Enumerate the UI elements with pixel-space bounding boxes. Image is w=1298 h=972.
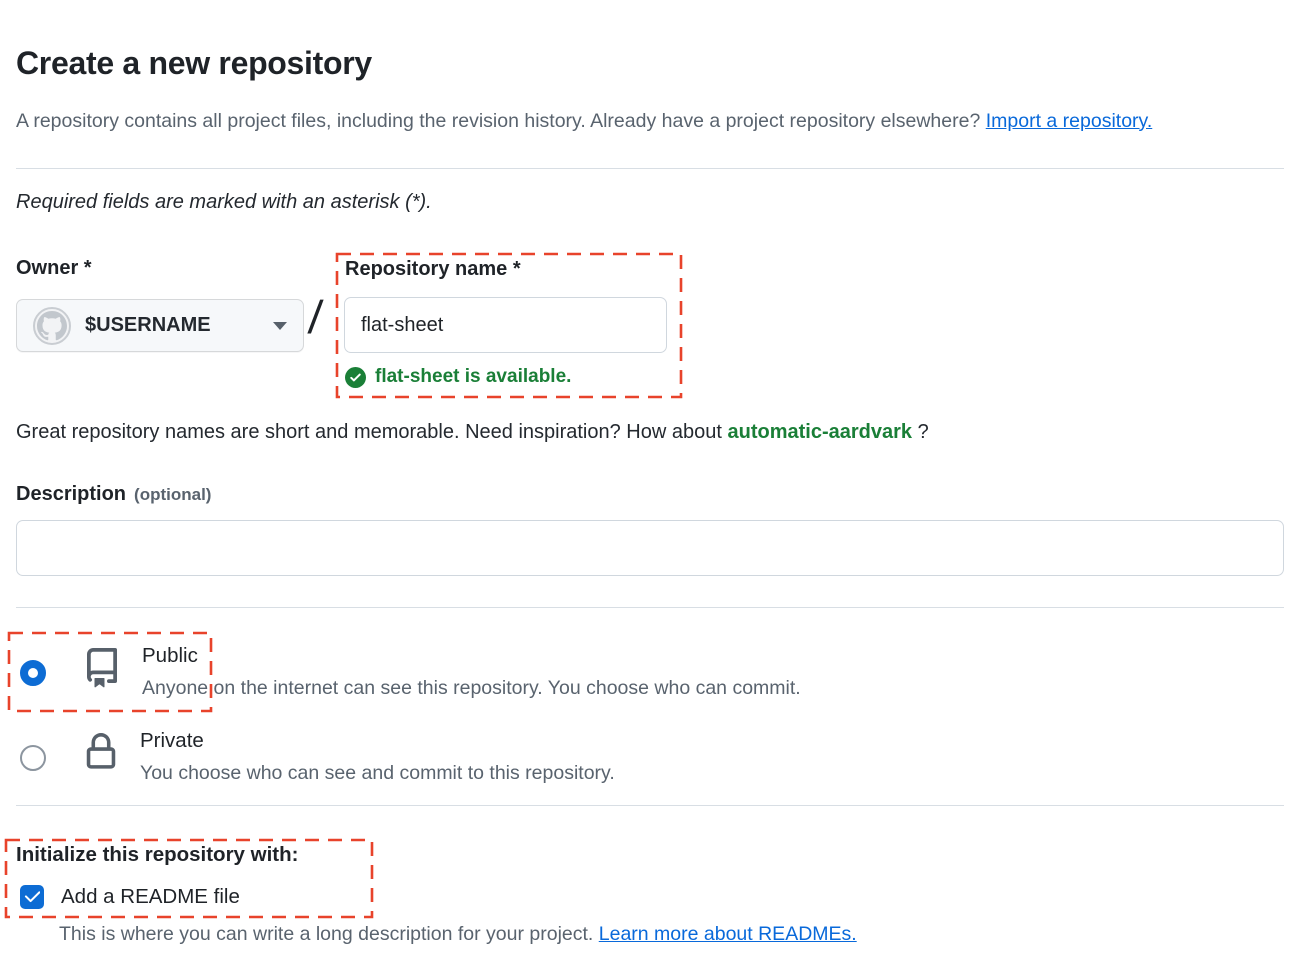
hint-text-after: ? [912,421,929,443]
owner-value: $USERNAME [85,314,211,336]
readme-checkbox-label[interactable]: Add a README file [61,885,240,908]
avatar [33,306,71,345]
check-circle-icon [345,366,366,388]
repository-name-input[interactable] [344,297,667,353]
public-description: Anyone on the internet can see this repo… [142,677,801,699]
public-radio[interactable] [20,660,46,686]
readme-note: This is where you can write a long descr… [59,923,857,946]
octocat-icon [37,310,67,340]
owner-select-button[interactable]: $USERNAME [16,299,304,352]
public-option-text: Public Anyone on the internet can see th… [142,644,801,700]
private-option-text: Private You choose who can see and commi… [140,729,615,785]
divider [16,607,1284,608]
chevron-down-icon [273,321,287,330]
name-hint: Great repository names are short and mem… [16,421,929,444]
description-label: Description [16,483,127,505]
required-fields-note: Required fields are marked with an aster… [16,191,432,213]
readme-note-text: This is where you can write a long descr… [59,923,599,945]
learn-more-readmes-link[interactable]: Learn more about READMEs. [598,923,857,945]
check-icon [24,891,40,903]
page-title: Create a new repository [16,45,372,82]
divider [16,168,1284,169]
owner-label: Owner * [16,257,92,279]
description-label-row: Description (optional) [16,483,211,506]
suggested-name-link[interactable]: automatic-aardvark [727,421,913,443]
visibility-option-public: Public Anyone on the internet can see th… [20,644,801,700]
availability-message: flat-sheet is available. [345,366,571,388]
repository-name-label: Repository name * [345,258,521,280]
lock-icon [82,733,120,776]
divider [16,805,1284,806]
availability-text: flat-sheet is available. [375,366,572,387]
intro-paragraph: A repository contains all project files,… [16,102,1211,140]
intro-text: A repository contains all project files,… [16,109,986,132]
readme-checkbox[interactable] [20,885,44,909]
private-description: You choose who can see and commit to thi… [140,762,615,784]
description-input[interactable] [16,520,1284,576]
initialize-heading: Initialize this repository with: [16,843,299,866]
private-radio[interactable] [20,745,46,771]
import-repository-link[interactable]: Import a repository. [985,109,1153,132]
public-label[interactable]: Public [142,644,198,667]
private-label[interactable]: Private [140,729,204,752]
visibility-option-private: Private You choose who can see and commi… [20,729,615,785]
hint-text-before: Great repository names are short and mem… [16,421,728,443]
readme-checkbox-row: Add a README file [20,885,240,909]
description-optional-label: (optional) [134,485,212,504]
repo-book-icon [82,648,122,693]
owner-repo-separator: / [306,291,325,343]
